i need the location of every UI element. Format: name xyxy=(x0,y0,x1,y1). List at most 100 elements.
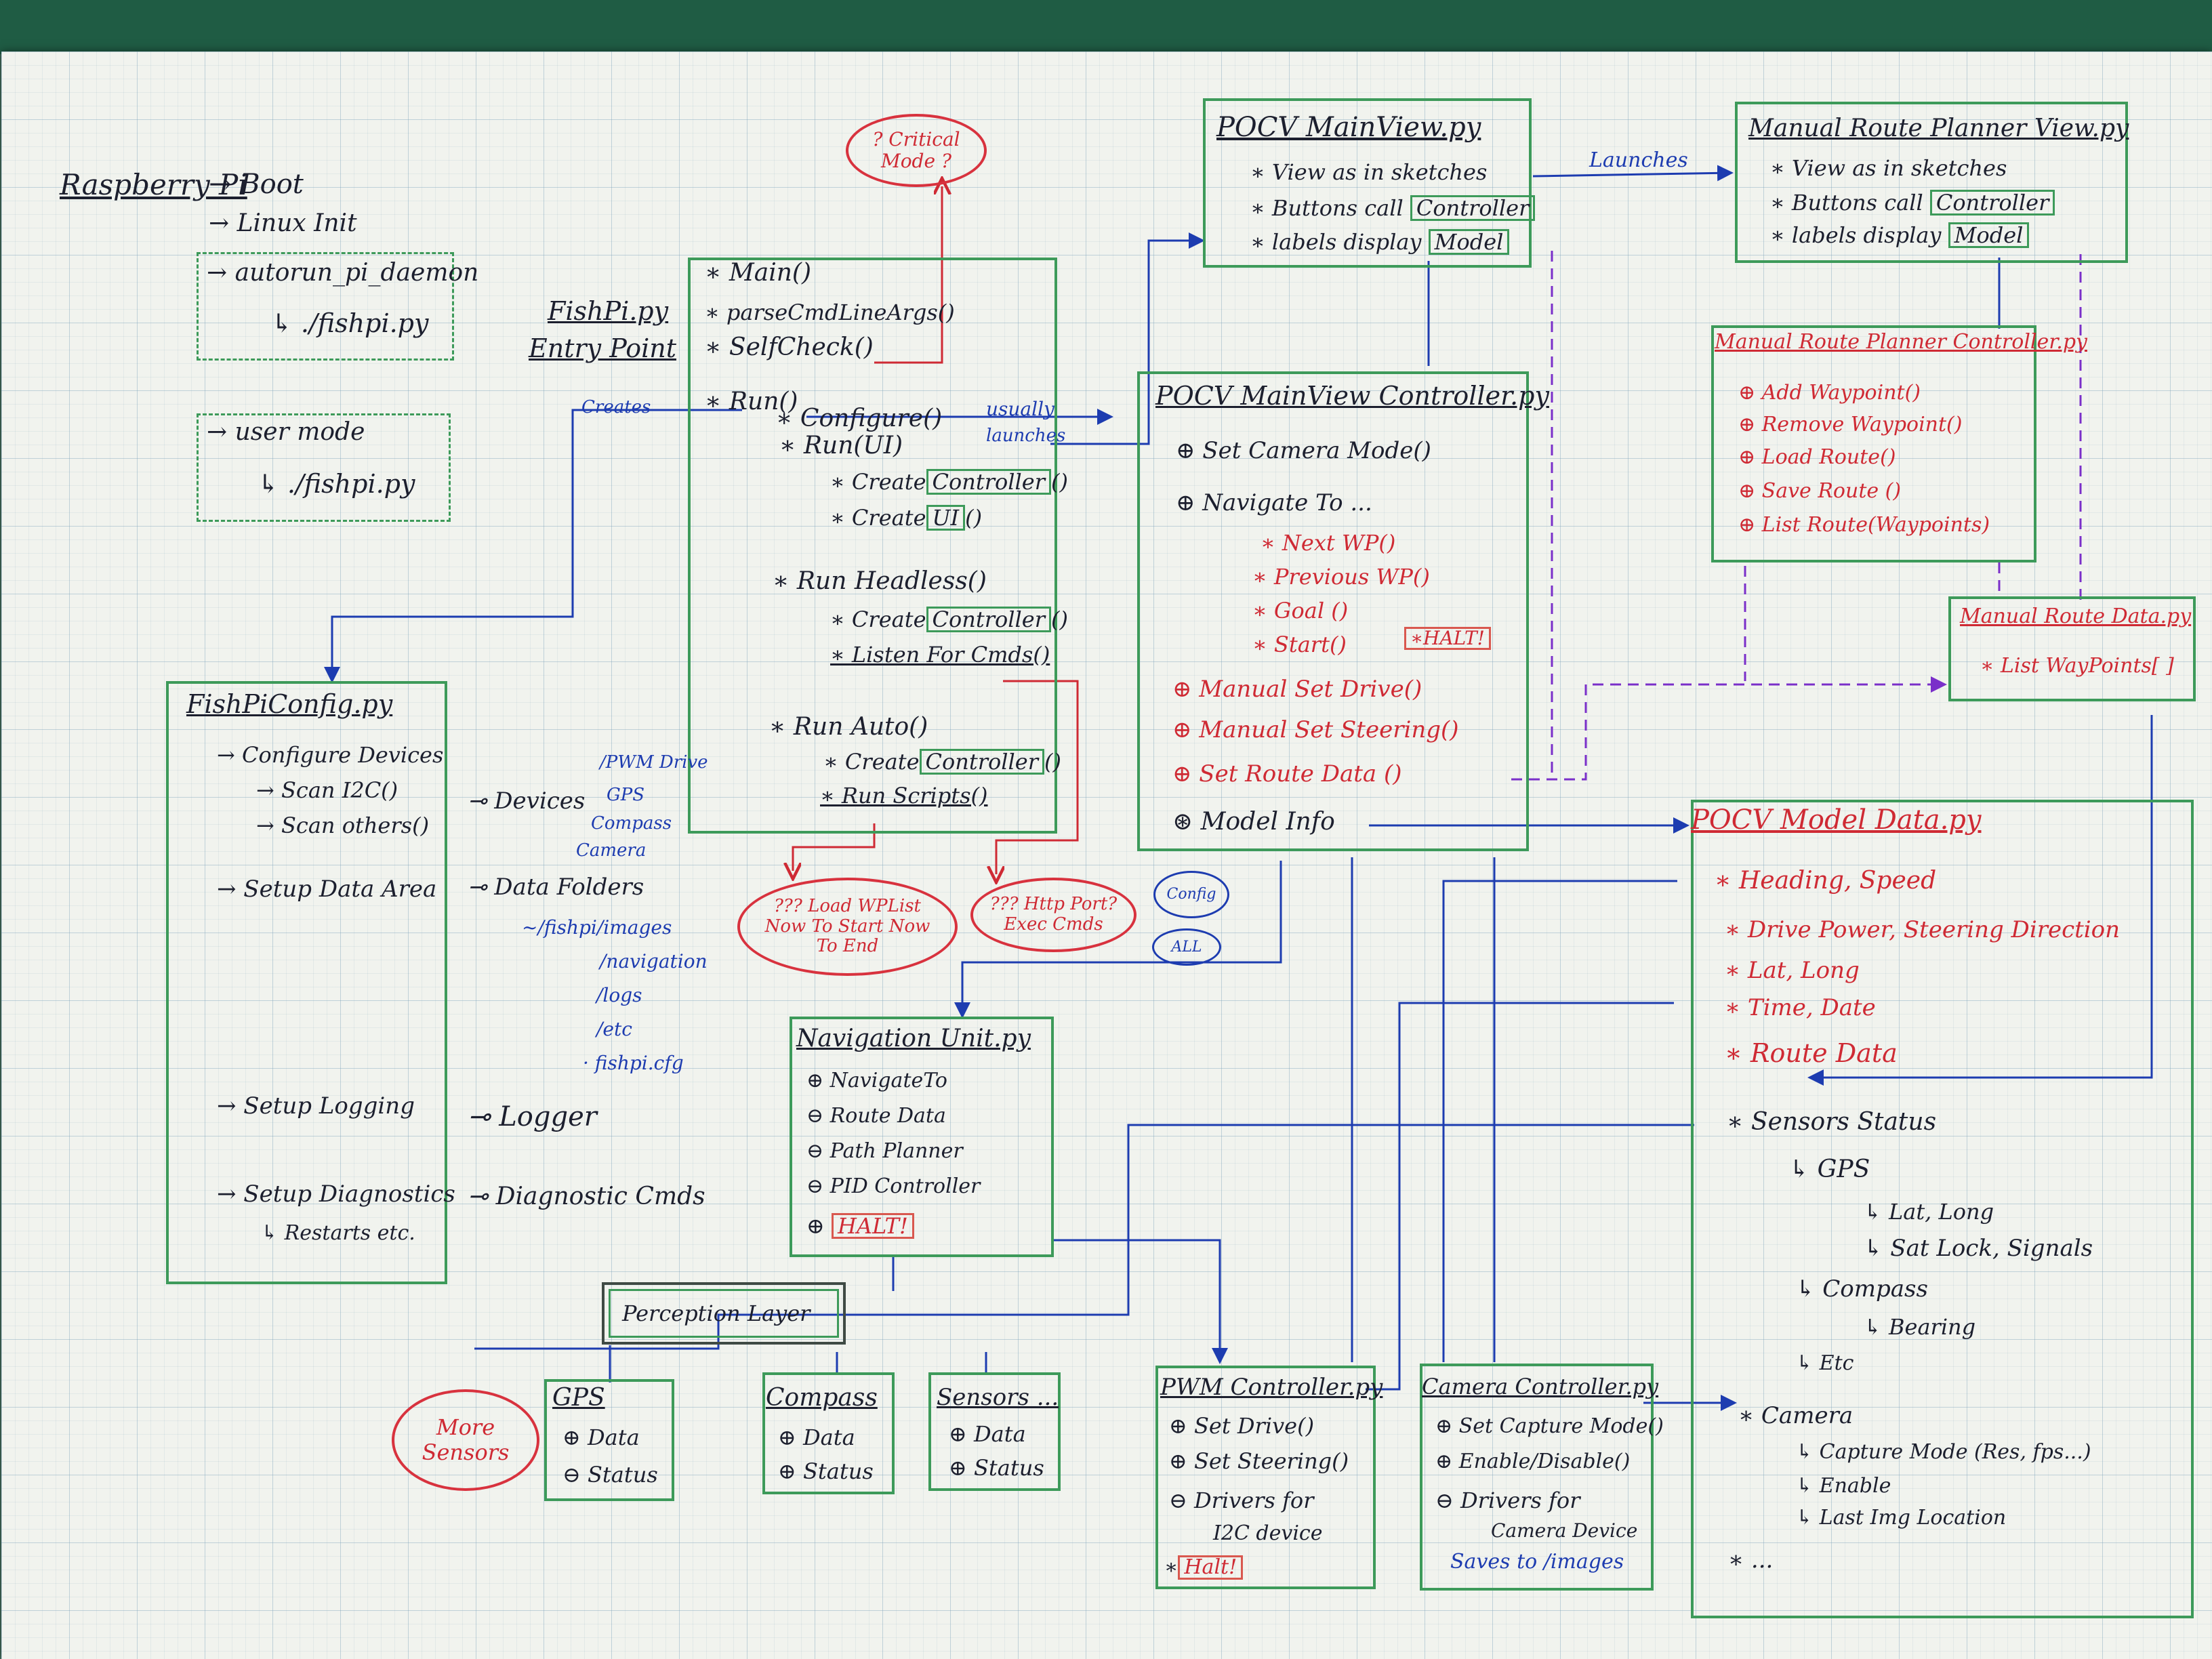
scan-i2c: → Scan I2C() xyxy=(256,779,398,801)
self-check-func: ∗ SelfCheck() xyxy=(705,335,874,360)
parse-args-func: ∗ parseCmdLineArgs() xyxy=(705,302,955,323)
ctrl-nav-sub: ∗ Start() xyxy=(1252,634,1347,655)
route-ctrl-method: ⊕ Load Route() xyxy=(1738,447,1896,468)
ctrl-method: ⊕ Navigate To ... xyxy=(1176,491,1372,514)
pwm-item: ⊖ Drivers for xyxy=(1169,1490,1313,1511)
setup-logging: → Setup Logging xyxy=(217,1094,415,1118)
run-auto-func: ∗ Run Auto() xyxy=(769,715,928,739)
ctrl-nav-sub: ∗ Previous WP() xyxy=(1252,566,1430,588)
pwm-title: PWM Controller.py xyxy=(1160,1376,1382,1399)
diagnostic-cmds-output: ⊸ Diagnostic Cmds xyxy=(468,1185,705,1209)
http-port-note: ??? Http Port? Exec Cmds xyxy=(970,878,1136,952)
nav-halt: ⊕ HALT! xyxy=(806,1213,914,1239)
wire-model-lat xyxy=(1443,881,1677,1362)
model-sub: ↳ Lat, Long xyxy=(1864,1201,1994,1223)
model-field: ∗ Time, Date xyxy=(1725,996,1876,1019)
daemon-step: → autorun_pi_daemon xyxy=(207,261,478,285)
gps-item: ⊕ Data xyxy=(562,1427,640,1448)
model-field: ∗ Route Data xyxy=(1725,1040,1898,1066)
main-func: ∗ Main() xyxy=(705,261,811,285)
configure-devices: → Configure Devices xyxy=(217,744,443,766)
load-wplist-note: ??? Load WPList Now To Start Now To End xyxy=(737,878,958,976)
route-view-line: ∗ Buttons call Controller xyxy=(1770,190,2055,216)
config-title: FishPiConfig.py xyxy=(186,691,392,717)
model-field: ∗ Lat, Long xyxy=(1725,959,1860,982)
route-ctrl-method: ⊕ List Route(Waypoints) xyxy=(1738,515,1990,535)
nav-item: ⊖ Path Planner xyxy=(806,1141,963,1162)
launches-label-1: launches xyxy=(986,427,1065,445)
main-view-line: ∗ View as in sketches xyxy=(1250,161,1487,183)
model-field: ∗ Sensors Status xyxy=(1727,1110,1936,1134)
pwm-halt: ∗Halt! xyxy=(1164,1555,1243,1580)
wire-nav-pwm xyxy=(1054,1240,1220,1362)
pwm-item: I2C device xyxy=(1213,1523,1322,1544)
pwm-item: ⊕ Set Drive() xyxy=(1169,1415,1314,1437)
route-ctrl-title: Manual Route Planner Controller.py xyxy=(1715,332,2087,352)
config-oval: Config xyxy=(1153,871,1229,918)
data-folder-item: /etc xyxy=(596,1020,632,1039)
device-list-item: GPS xyxy=(607,786,644,804)
ctrl-method: ⊕ Manual Set Steering() xyxy=(1172,718,1459,741)
main-view-line: ∗ labels display Model xyxy=(1250,229,1509,255)
create-ui: ∗ CreateUI() xyxy=(830,505,982,531)
nav-item: ⊖ Route Data xyxy=(806,1106,946,1126)
critical-mode-note: ? Critical Mode ? xyxy=(846,114,987,187)
gps-title: GPS xyxy=(552,1386,605,1410)
restarts-etc: ↳ Restarts etc. xyxy=(261,1223,415,1244)
nav-item: ⊖ PID Controller xyxy=(806,1176,980,1197)
wire-view-route-view xyxy=(1533,173,1732,176)
ctrl-nav-sub: ∗ Goal () xyxy=(1252,600,1348,621)
logger-output: ⊸ Logger xyxy=(468,1103,597,1130)
data-folders-output: ⊸ Data Folders xyxy=(468,876,644,899)
model-sub: ↳ Etc xyxy=(1796,1353,1853,1374)
compass-item: ⊕ Status xyxy=(778,1460,874,1482)
route-ctrl-method: ⊕ Remove Waypoint() xyxy=(1738,415,1962,435)
model-data-title: POCV Model Data.py xyxy=(1691,806,1982,834)
ctrl-halt-tag: ∗HALT! xyxy=(1404,627,1491,650)
route-view-line: ∗ View as in sketches xyxy=(1770,157,2007,179)
run-ui-func: ∗ Run(UI) xyxy=(779,434,903,458)
sensors-item: ⊕ Data xyxy=(949,1423,1026,1445)
model-field: ∗ Heading, Speed xyxy=(1715,869,1936,893)
user-script: ↳ ./fishpi.py xyxy=(258,471,415,497)
perception-layer-label: Perception Layer xyxy=(622,1303,810,1324)
device-list-item: /PWM Drive xyxy=(600,754,708,771)
model-field: ∗ Camera xyxy=(1738,1404,1853,1427)
wire-setroute-routedata xyxy=(1511,684,1945,779)
setup-diagnostics: → Setup Diagnostics xyxy=(217,1183,455,1206)
model-field: ∗ Drive Power, Steering Direction xyxy=(1725,918,2120,941)
more-sensors-note: More Sensors xyxy=(392,1389,539,1491)
model-sub: ↳ Enable xyxy=(1796,1476,1891,1496)
data-folder-item: /logs xyxy=(596,986,642,1005)
main-view-line: ∗ Buttons call Controller xyxy=(1250,195,1535,221)
all-oval: ALL xyxy=(1152,928,1221,966)
main-view-title: POCV MainView.py xyxy=(1216,114,1481,141)
route-view-title: Manual Route Planner View.py xyxy=(1748,117,2129,141)
scan-others: → Scan others() xyxy=(256,815,429,836)
route-view-line: ∗ labels display Model xyxy=(1770,222,2029,248)
model-sub: ↳ Bearing xyxy=(1864,1316,1975,1338)
ctrl-method: ⊕ Set Route Data () xyxy=(1172,762,1402,785)
wire-model-sensors xyxy=(1366,1003,1674,1389)
entry-label: Entry Point xyxy=(529,335,676,361)
data-folder-item: /navigation xyxy=(600,952,708,971)
data-folder-item: · fishpi.cfg xyxy=(583,1054,684,1073)
device-list-item: Compass xyxy=(591,815,672,832)
model-sub: ↳ GPS xyxy=(1789,1158,1870,1182)
ctrl-method: ⊕ Manual Set Drive() xyxy=(1172,678,1422,701)
run-scripts: ∗ Run Scripts() xyxy=(820,785,988,806)
ctrl-nav-sub: ∗ Next WP() xyxy=(1261,532,1395,554)
nav-item: ⊕ NavigateTo xyxy=(806,1071,947,1091)
compass-title: Compass xyxy=(766,1386,878,1410)
model-sub: ↳ Compass xyxy=(1796,1277,1928,1300)
model-sub: ↳ Sat Lock, Signals xyxy=(1864,1237,2093,1260)
camera-item: ⊖ Drivers for xyxy=(1435,1490,1580,1511)
model-sub: ↳ Last Img Location xyxy=(1796,1508,2006,1528)
route-ctrl-method: ⊕ Add Waypoint() xyxy=(1738,383,1921,403)
camera-saves-to: Saves to /images xyxy=(1450,1552,1624,1572)
data-folder-item: ~/fishpi/images xyxy=(522,918,672,937)
create-controller-auto: ∗ CreateController() xyxy=(823,749,1061,775)
route-ctrl-method: ⊕ Save Route () xyxy=(1738,481,1901,501)
